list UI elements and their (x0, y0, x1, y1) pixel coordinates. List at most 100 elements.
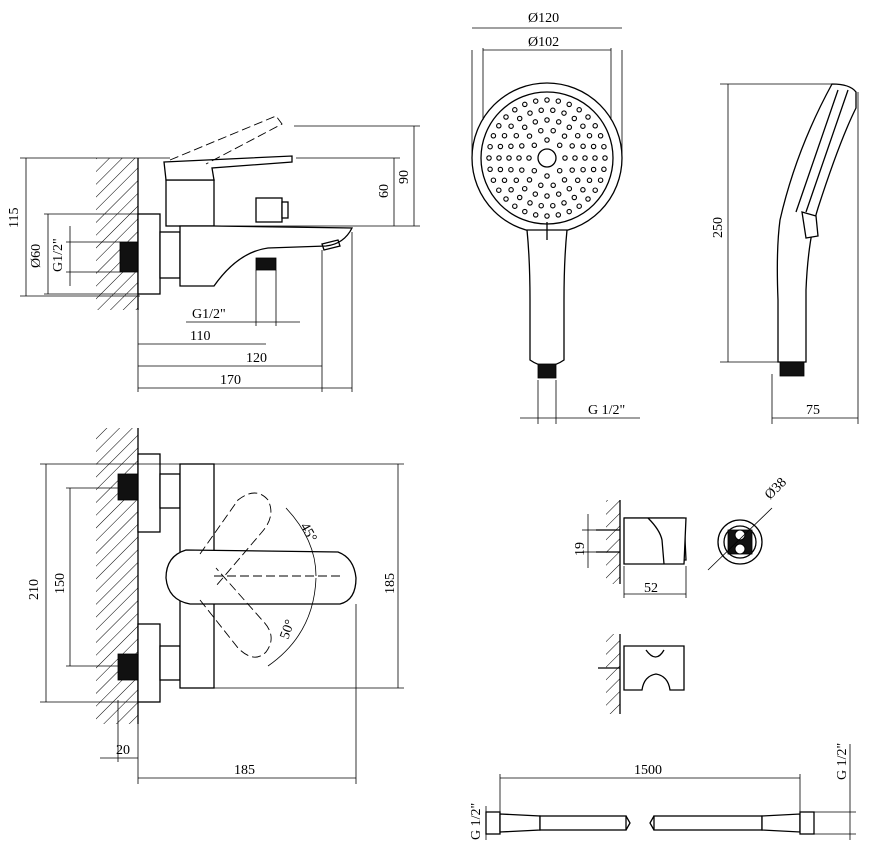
dim-75: 75 (806, 403, 820, 418)
spray-nozzle (571, 194, 578, 201)
holder-side-body (623, 517, 687, 565)
eccentric (159, 231, 181, 279)
spray-nozzle (580, 123, 586, 129)
spray-nozzle (508, 143, 514, 150)
angle-50: 50° (278, 618, 299, 642)
shower-hose: 1500 G 1/2" G 1/2" (469, 743, 856, 840)
spray-nozzle (496, 155, 502, 161)
shower-holder: 19 52 Ø38 (573, 475, 790, 714)
spray-nozzle (555, 191, 562, 197)
spray-nozzle (532, 191, 539, 197)
spray-nozzle (544, 137, 550, 143)
shower-side-button (801, 211, 819, 239)
spray-nozzle (590, 166, 597, 173)
spray-nozzle (526, 155, 532, 161)
dim-210: 210 (27, 579, 42, 600)
spray-nozzle (490, 177, 497, 183)
dim-outlet-thread: G1/2" (192, 307, 226, 322)
spray-nozzle (531, 142, 538, 149)
dim-110: 110 (190, 329, 210, 344)
spray-nozzle (526, 133, 533, 139)
spray-nozzle (544, 213, 550, 219)
dim-60: 60 (377, 184, 392, 198)
mixer-side-view: 115 Ø60 G1/2" 90 60 G1/2" 110 120 170 (7, 115, 420, 392)
spray-nozzle (566, 208, 572, 215)
spray-nozzle (561, 177, 568, 183)
spray-nozzle (561, 110, 567, 116)
spray-nozzle (522, 208, 528, 215)
spray-nozzle (519, 167, 525, 173)
hand-shower-side: 250 75 (711, 83, 859, 424)
flange (137, 213, 161, 295)
spout (179, 225, 354, 287)
spray-nozzle (572, 155, 578, 161)
hand-shower-front: Ø120 Ø102 G 1/2" (471, 11, 640, 424)
holder-front (623, 645, 685, 691)
hose-nut-right (799, 811, 815, 835)
hose-right (653, 815, 763, 831)
outlet-connector (255, 257, 277, 271)
eccentric-bottom (159, 645, 181, 681)
spray-nozzle (497, 166, 504, 173)
spray-nozzle (516, 194, 523, 201)
spray-nozzle (574, 177, 581, 184)
spray-nozzle (592, 187, 598, 193)
spray-nozzle (527, 200, 533, 206)
dim-hose-thread-right: G 1/2" (835, 743, 850, 780)
spray-nozzle (501, 177, 508, 184)
spray-nozzle (522, 101, 528, 108)
spray-nozzle (569, 143, 575, 149)
spray-nozzles (486, 97, 608, 219)
spray-nozzle (527, 110, 533, 116)
spray-nozzle (574, 132, 581, 139)
hose-left (539, 815, 627, 831)
eccentric-top (159, 473, 181, 509)
spray-nozzle (512, 107, 518, 113)
dim-185-width: 185 (234, 763, 255, 778)
spray-nozzle (506, 155, 512, 161)
spray-nozzle (538, 107, 544, 114)
spray-nozzle (544, 193, 550, 199)
inlet-top (117, 473, 139, 501)
spray-nozzle (496, 187, 502, 193)
shower-side-body (776, 83, 857, 363)
dim-170: 170 (220, 373, 241, 388)
holder2-wall-hatch (606, 634, 620, 714)
spray-nozzle (501, 132, 508, 139)
dim-120: 120 (246, 351, 267, 366)
wall-hatch (96, 158, 138, 310)
diverter-knob (255, 197, 283, 223)
spray-nozzle (580, 143, 586, 150)
spray-nozzle (487, 166, 493, 173)
spray-nozzle (508, 187, 514, 193)
spray-nozzle (496, 123, 502, 129)
spray-nozzle (486, 155, 492, 161)
spray-nozzle (503, 114, 509, 120)
lever-front (165, 549, 357, 605)
spray-nozzle (566, 185, 573, 192)
dim-diameter-120: Ø120 (528, 11, 559, 26)
spray-nozzle (556, 142, 563, 149)
inlet-bottom (117, 653, 139, 681)
spray-nozzle (497, 143, 504, 150)
spray-nozzle (550, 202, 556, 209)
angle-45: 45° (297, 521, 320, 545)
spray-nozzle (590, 143, 597, 150)
spray-nozzle (521, 185, 528, 192)
spray-nozzle (508, 123, 514, 129)
spray-nozzle (569, 167, 575, 173)
spray-nozzle (544, 117, 550, 123)
spray-nozzle (582, 155, 588, 161)
spray-nozzle (544, 173, 550, 179)
spray-nozzle (550, 182, 556, 189)
dim-19: 19 (573, 542, 588, 556)
shower-side-thread (779, 361, 805, 377)
spray-nozzle (561, 200, 567, 206)
spray-nozzle (538, 182, 544, 189)
spray-nozzle (487, 143, 493, 150)
spray-nozzle (513, 132, 520, 139)
spray-nozzle (532, 119, 539, 125)
hose-nut-left (485, 811, 501, 835)
dim-1500: 1500 (634, 763, 662, 778)
dim-diameter-38: Ø38 (762, 475, 790, 503)
